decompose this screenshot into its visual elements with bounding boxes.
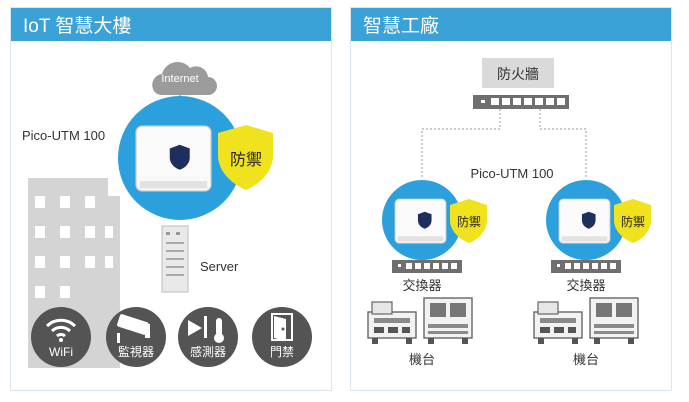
shield-icon-left xyxy=(450,199,487,243)
internet-label: Internet xyxy=(161,73,198,85)
sensor-label: 感測器 xyxy=(190,344,226,359)
shield-label: 防禦 xyxy=(230,151,262,169)
internet-cloud-icon xyxy=(152,61,217,95)
firewall-box xyxy=(482,58,554,88)
server-icon xyxy=(161,225,189,293)
server-label: Server xyxy=(200,259,239,274)
door-icon-circle xyxy=(252,307,312,367)
pico-utm-device xyxy=(135,125,212,192)
shield-icon xyxy=(218,125,273,190)
smart-factory-title: 智慧工廠 xyxy=(351,8,671,41)
cctv-icon-circle xyxy=(106,307,166,367)
machine-label-right: 機台 xyxy=(573,352,599,367)
factory-shield-label-right: 防禦 xyxy=(621,214,645,229)
switch-label-right: 交換器 xyxy=(566,278,605,293)
switch-icon-right xyxy=(551,260,621,273)
machine-icon-left xyxy=(367,297,473,345)
machine-icon-right xyxy=(533,297,639,345)
factory-device-label: Pico-UTM 100 xyxy=(470,166,553,181)
firewall-label: 防火牆 xyxy=(497,66,539,82)
wifi-label: WiFi xyxy=(49,345,73,359)
wifi-icon-circle xyxy=(31,307,91,367)
machine-label-left: 機台 xyxy=(409,352,435,367)
door-label: 門禁 xyxy=(270,345,294,359)
factory-shield-label-left: 防禦 xyxy=(457,214,481,229)
device-label: Pico-UTM 100 xyxy=(22,128,105,143)
switch-icon-left xyxy=(392,260,462,273)
shield-icon-right xyxy=(614,199,651,243)
factory-utm-device-left xyxy=(394,198,447,244)
sensor-icon-circle xyxy=(178,307,238,367)
switch-label-left: 交換器 xyxy=(402,278,441,293)
factory-utm-device-right xyxy=(558,198,611,244)
core-switch-icon xyxy=(473,95,569,109)
smart-building-title: IoT 智慧大樓 xyxy=(11,8,331,41)
cctv-label: 監視器 xyxy=(118,344,154,359)
